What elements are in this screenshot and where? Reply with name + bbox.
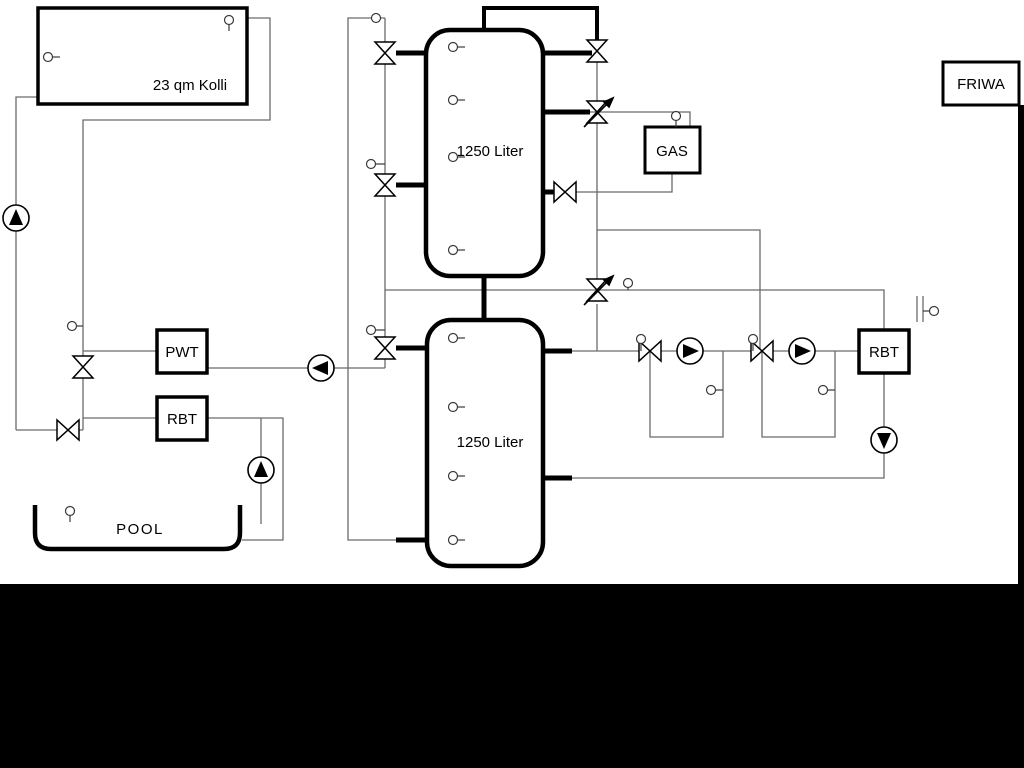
pipe-to-gas-top [588,111,691,127]
pipe-tank-left-main [347,17,398,541]
sensor-tank2-2-icon [447,401,459,413]
valves [56,39,774,442]
pipe-collector-return [82,17,271,430]
rbt-right-label: RBT [869,344,899,361]
pool-basin [32,505,243,552]
pwt-box [155,328,209,375]
pump-arrow-right-icon [683,344,699,358]
buffer-tank-bottom [424,317,546,569]
pump-arrow-up-icon [254,461,268,477]
sensor-collector-top-icon [223,14,235,26]
sensor-solar-return-icon [66,320,78,332]
sensor-pool-icon [64,505,76,517]
pump-rbt-return [870,426,898,454]
sensor-tank1-2-icon [447,94,459,106]
pump-collector [2,204,30,232]
arrow-line-mid-valve [583,280,609,306]
sensor-riser-low-icon [365,324,377,336]
sensors [42,12,940,546]
sensor-circuit2-icon [747,333,759,345]
buffer-tank-top [423,27,546,279]
rbt-right-box [857,328,911,375]
tank-bottom-label: 1250 Liter [457,434,524,451]
pipe-rbt-to-pool [207,417,284,541]
pipe-mid-horizontal [385,289,885,330]
pwt-label: PWT [165,344,198,361]
pump-arrow-up-icon [9,209,23,225]
pump-arrow-down-icon [877,433,891,449]
pump-circuit-1 [676,337,704,365]
arrow-head-gas-valve [602,96,615,109]
sensor-gas-icon [670,110,682,122]
rbt-left-box [155,395,209,442]
pipe-circuit1-loop [649,351,724,438]
sensor-riser-top-icon [370,12,382,24]
footer-black-area [0,584,1024,768]
friwa-label: FRIWA [957,76,1005,93]
valve-right-riser-top [585,39,609,63]
pump-pwt-to-buffer [307,354,335,382]
valve-tank1-left-top [373,41,397,65]
friwa-box [941,60,1021,107]
sensor-loop2-icon [817,384,829,396]
pumps [2,204,898,484]
labels: 23 qm Kolli 1250 Liter 1250 Liter GAS FR… [116,76,1005,538]
right-edge-pipe [1018,105,1024,585]
sensor-tank2-3-icon [447,470,459,482]
pipe-branch2-feed [597,229,761,351]
sensor-tank1-3-icon [447,151,459,163]
equipment-boxes [36,6,1021,442]
tank-top-label: 1250 Liter [457,143,524,160]
pump-circuit-2 [788,337,816,365]
collector-box [36,6,249,106]
sensor-tank2-4-icon [447,534,459,546]
sensor-riser-mid-icon [365,158,377,170]
valve-circuit-2 [750,339,774,363]
gas-box [643,125,702,175]
sensor-loop1-icon [705,384,717,396]
pipe-collector-supply [15,96,38,430]
valve-actuator-arrows [583,96,615,306]
sensor-tank1-4-icon [447,244,459,256]
arrow-line-gas-valve [583,102,609,128]
valve-solar-left [71,355,95,379]
sensor-tank1-1-icon [447,41,459,53]
valve-tank1-left-bottom [373,173,397,197]
sensor-circuit1-icon [635,333,647,345]
sensor-collector-left-icon [42,51,54,63]
pipe-tank1-top [482,6,599,42]
arrow-head-mid-valve [602,274,615,287]
valve-tank2-left [373,336,397,360]
pipe-gas-bottom [556,173,673,193]
rbt-left-label: RBT [167,411,197,428]
sensor-mid-line-icon [622,277,634,289]
valve-circuit-1 [638,339,662,363]
pipe-circuit2-loop [761,351,836,438]
pool-label: POOL [116,521,164,538]
gas-label: GAS [656,143,688,160]
sensor-rbt-right-icon [928,305,940,317]
pipe-rbt-return [572,373,885,479]
pump-arrow-left-icon [312,361,328,375]
pump-pool [247,456,275,484]
sensor-tank2-1-icon [447,332,459,344]
valve-bottom-left [56,418,80,442]
pump-arrow-right-icon [795,344,811,358]
valve-gas-return [553,180,577,204]
collector-label: 23 qm Kolli [153,77,227,94]
